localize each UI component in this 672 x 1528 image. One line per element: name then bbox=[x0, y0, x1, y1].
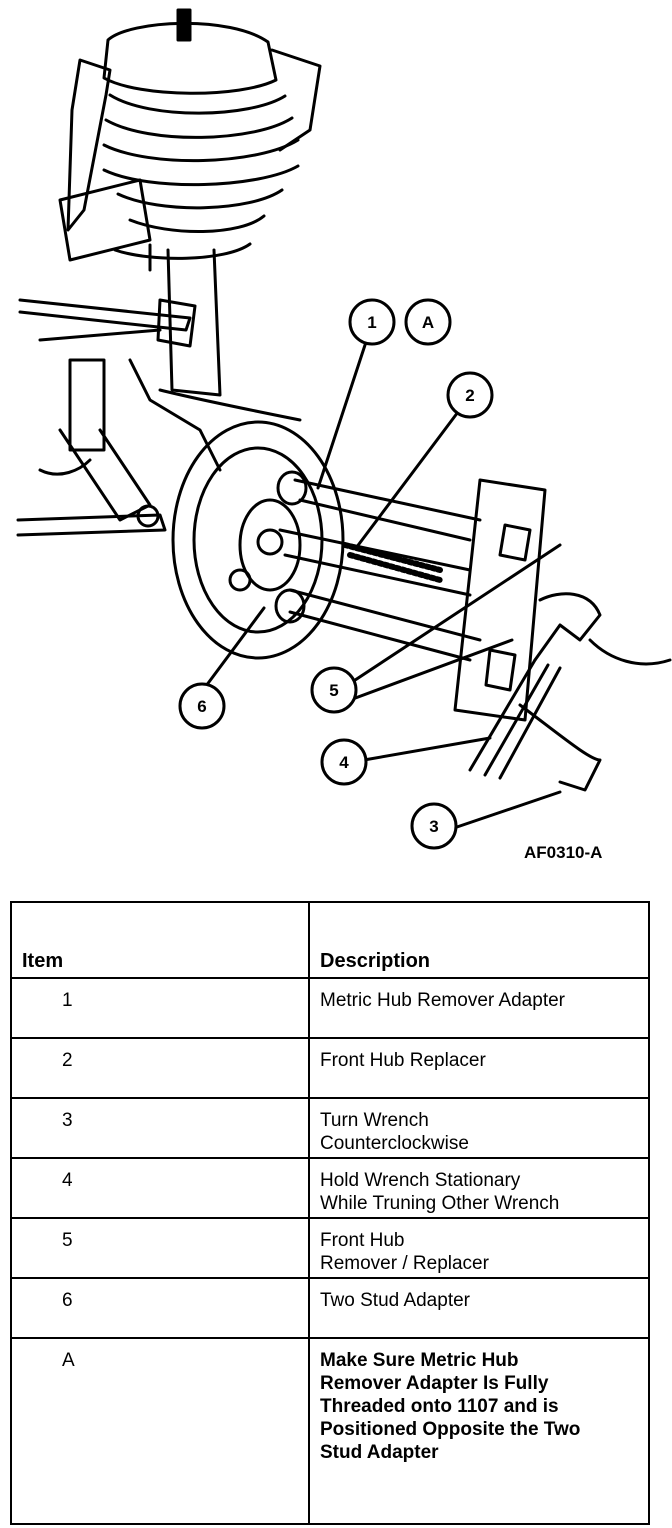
item-cell: 3 bbox=[10, 1097, 310, 1159]
description-cell: Front Hub Replacer bbox=[308, 1037, 650, 1099]
svg-text:A: A bbox=[422, 313, 434, 332]
table-row: 2 Front Hub Replacer bbox=[10, 1037, 650, 1099]
leader-6 bbox=[204, 606, 266, 688]
callout-2: 2 bbox=[446, 371, 494, 419]
svg-text:3: 3 bbox=[429, 817, 438, 836]
strut-spring-assembly bbox=[58, 8, 322, 397]
description-line: Remover / Replacer bbox=[320, 1253, 489, 1274]
item-cell: 4 bbox=[10, 1157, 310, 1219]
figure-code: AF0310-A bbox=[524, 843, 603, 862]
description-cell: Two Stud Adapter bbox=[308, 1277, 650, 1339]
brake-rotor bbox=[171, 420, 345, 660]
leader-5b bbox=[348, 638, 514, 702]
description-line: Front Hub Replacer bbox=[320, 1050, 486, 1071]
svg-text:5: 5 bbox=[329, 681, 338, 700]
callout-3: 3 bbox=[410, 802, 458, 850]
description-line: Threaded onto 1107 and is bbox=[320, 1396, 559, 1417]
description-line: Positioned Opposite the Two bbox=[320, 1419, 581, 1440]
callout-A: A bbox=[404, 298, 452, 346]
item-cell: 6 bbox=[10, 1277, 310, 1339]
callout-6: 6 bbox=[178, 682, 226, 730]
legend-table: Item Description 1 Metric Hub Remover Ada… bbox=[10, 901, 650, 1525]
callout-1: 1 bbox=[348, 298, 396, 346]
item-cell: A bbox=[10, 1337, 310, 1525]
description-line: Metric Hub Remover Adapter bbox=[320, 990, 565, 1011]
svg-text:6: 6 bbox=[197, 697, 206, 716]
item-column-header: Item bbox=[10, 901, 310, 979]
leader-1 bbox=[316, 340, 368, 490]
description-line: Front Hub bbox=[320, 1230, 405, 1251]
description-line: While Truning Other Wrench bbox=[320, 1193, 560, 1214]
table-row: 6 Two Stud Adapter bbox=[10, 1277, 650, 1339]
hub-remover-illustration: 1 A 2 5 6 4 3 bbox=[16, 8, 672, 850]
description-cell: Metric Hub Remover Adapter bbox=[308, 977, 650, 1039]
description-line: Turn Wrench bbox=[320, 1110, 429, 1131]
leader-4 bbox=[362, 736, 492, 762]
suspension-linkage bbox=[16, 298, 302, 537]
table-row: 1 Metric Hub Remover Adapter bbox=[10, 977, 650, 1039]
description-line: Remover Adapter Is Fully bbox=[320, 1373, 549, 1394]
svg-text:4: 4 bbox=[339, 753, 349, 772]
svg-text:2: 2 bbox=[465, 386, 474, 405]
callout-5: 5 bbox=[310, 666, 358, 714]
leader-3 bbox=[452, 790, 562, 830]
description-line: Make Sure Metric Hub bbox=[320, 1350, 519, 1371]
svg-text:1: 1 bbox=[367, 313, 376, 332]
legend-header-row: Item Description bbox=[10, 901, 650, 979]
leader-5a bbox=[338, 543, 562, 692]
description-line: Counterclockwise bbox=[320, 1133, 469, 1154]
item-cell: 1 bbox=[10, 977, 310, 1039]
description-column-header: Description bbox=[308, 901, 650, 979]
item-cell: 5 bbox=[10, 1217, 310, 1279]
callout-4: 4 bbox=[320, 738, 368, 786]
wrench-pair bbox=[468, 592, 672, 792]
hub-puller-tool bbox=[274, 470, 547, 722]
description-line: Hold Wrench Stationary bbox=[320, 1170, 521, 1191]
leader-2 bbox=[354, 410, 460, 550]
description-line: Two Stud Adapter bbox=[320, 1290, 470, 1311]
description-line: Stud Adapter bbox=[320, 1442, 439, 1463]
item-cell: 2 bbox=[10, 1037, 310, 1099]
